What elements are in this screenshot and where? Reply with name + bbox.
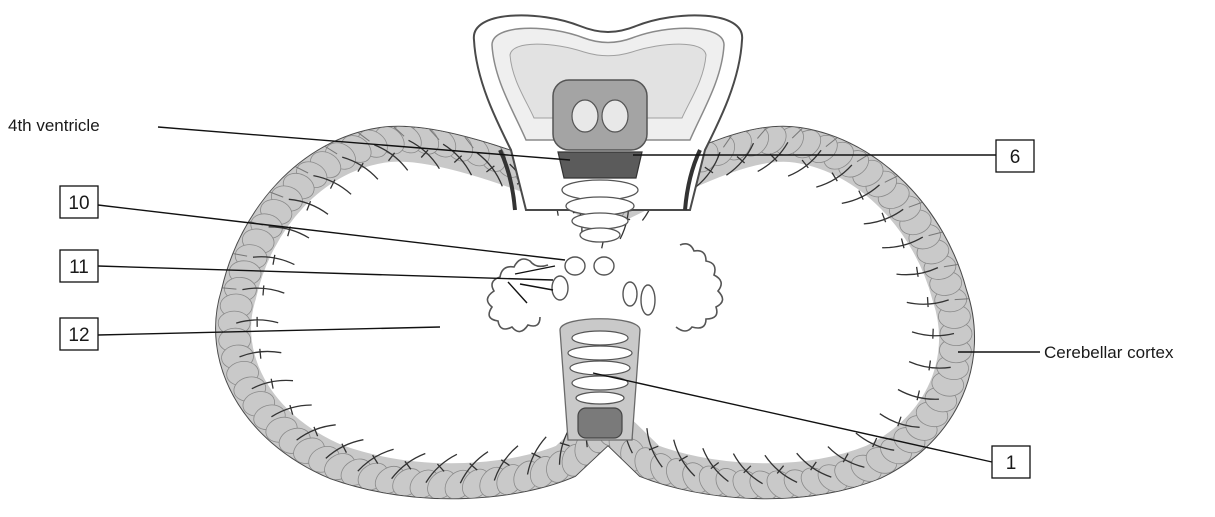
label-box-12-text: 12 xyxy=(68,325,89,346)
label-cerebellar-cortex: Cerebellar cortex xyxy=(1044,343,1174,362)
label-box-10-text: 10 xyxy=(68,193,89,214)
globose-nucleus-right xyxy=(623,282,637,306)
label-box-10: 10 xyxy=(60,186,98,218)
emboliform-nucleus-right xyxy=(641,285,655,315)
fastigial-nucleus-left xyxy=(565,257,585,275)
tectum-gray-block xyxy=(553,80,647,150)
label-box-11-text: 11 xyxy=(69,257,89,278)
label-box-6: 6 xyxy=(996,140,1034,172)
globose-nucleus-left xyxy=(552,276,568,300)
label-box-6-text: 6 xyxy=(1010,147,1021,168)
colliculus-right xyxy=(602,100,628,132)
label-box-1: 1 xyxy=(992,446,1030,478)
label-box-1-text: 1 xyxy=(1006,453,1017,474)
colliculus-left xyxy=(572,100,598,132)
label-box-12: 12 xyxy=(60,318,98,350)
label-box-11: 11 xyxy=(60,250,98,282)
fastigial-nucleus-right xyxy=(594,257,614,275)
lower-vermis xyxy=(560,319,640,440)
fourth-ventricle-cavity xyxy=(558,152,642,178)
label-4th-ventricle: 4th ventricle xyxy=(8,116,100,135)
